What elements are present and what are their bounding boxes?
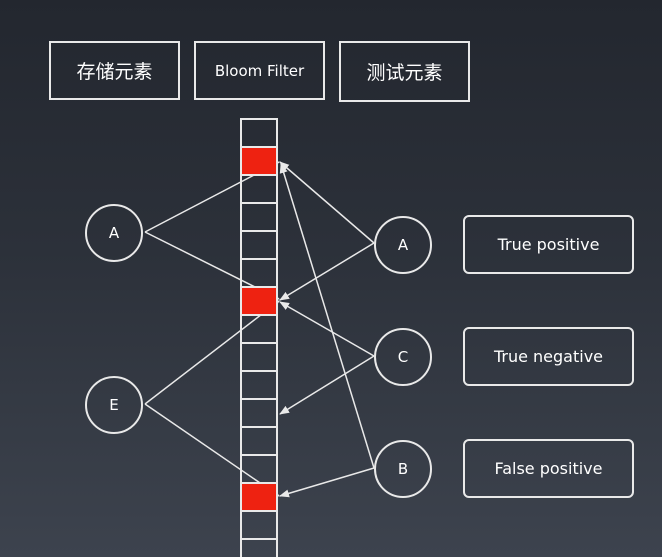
hash-arrow	[144, 403, 280, 497]
hash-arrow	[144, 300, 280, 405]
result-false-positive: False positive	[463, 439, 634, 498]
hash-arrow	[279, 355, 375, 415]
stored-element-e-circle: E	[85, 376, 143, 434]
result-true-negative: True negative	[463, 327, 634, 386]
hash-arrow	[279, 163, 375, 469]
test-element-b-circle: B	[374, 440, 432, 498]
hash-arrows	[144, 161, 375, 498]
hash-arrow	[279, 161, 375, 244]
hash-arrow	[279, 301, 375, 357]
result-true-positive: True positive	[463, 215, 634, 274]
bit-cell-set	[242, 484, 276, 510]
stored-element-a-circle: A	[85, 204, 143, 262]
test-elements-header: 测试元素	[339, 41, 470, 102]
hash-arrow	[279, 467, 375, 498]
hash-arrow	[279, 242, 375, 301]
test-element-a-circle: A	[374, 216, 432, 274]
bit-cell-set	[242, 148, 276, 174]
bloom-filter-header: Bloom Filter	[194, 41, 325, 100]
store-elements-header: 存储元素	[49, 41, 180, 100]
bit-array	[240, 118, 278, 557]
bit-cell-set	[242, 288, 276, 314]
test-element-c-circle: C	[374, 328, 432, 386]
